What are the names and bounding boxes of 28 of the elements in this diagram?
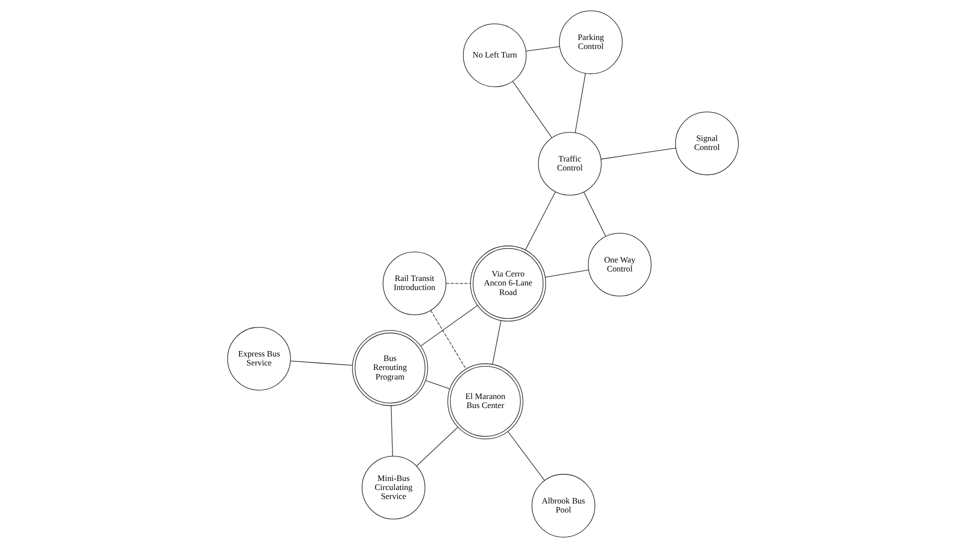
connector [508, 431, 545, 481]
node-circle: Albrook Bus Pool [532, 474, 596, 538]
node-circle: Via Cerro Ancon 6-Lane Road [470, 246, 546, 322]
connector [584, 192, 606, 237]
node-circle: Express Bus Service [227, 326, 291, 390]
connector [290, 360, 353, 366]
connector [526, 46, 560, 52]
connector [525, 191, 556, 250]
connector [416, 426, 458, 466]
connector [600, 148, 676, 160]
node-circle: No Left Turn [462, 24, 527, 88]
connector [446, 283, 471, 284]
connector [390, 405, 393, 456]
node-circle: Mini-Bus Circulating Service [362, 456, 426, 520]
node-circle: Rail Transit Introduction [382, 252, 446, 316]
connector [574, 73, 586, 133]
node-circle: Parking Control [559, 10, 623, 74]
node-circle: Signal Control [675, 112, 739, 176]
connector [430, 310, 466, 370]
connector [425, 380, 450, 390]
connector [420, 305, 478, 346]
connector [492, 320, 502, 365]
connector [544, 270, 589, 278]
node-circle: El Maranon Bus Center [447, 363, 524, 440]
node-circle: One Way Control [588, 232, 652, 296]
node-circle: Bus Rerouting Program [352, 330, 428, 406]
node-circle: Traffic Control [538, 132, 602, 196]
connector [512, 80, 552, 138]
